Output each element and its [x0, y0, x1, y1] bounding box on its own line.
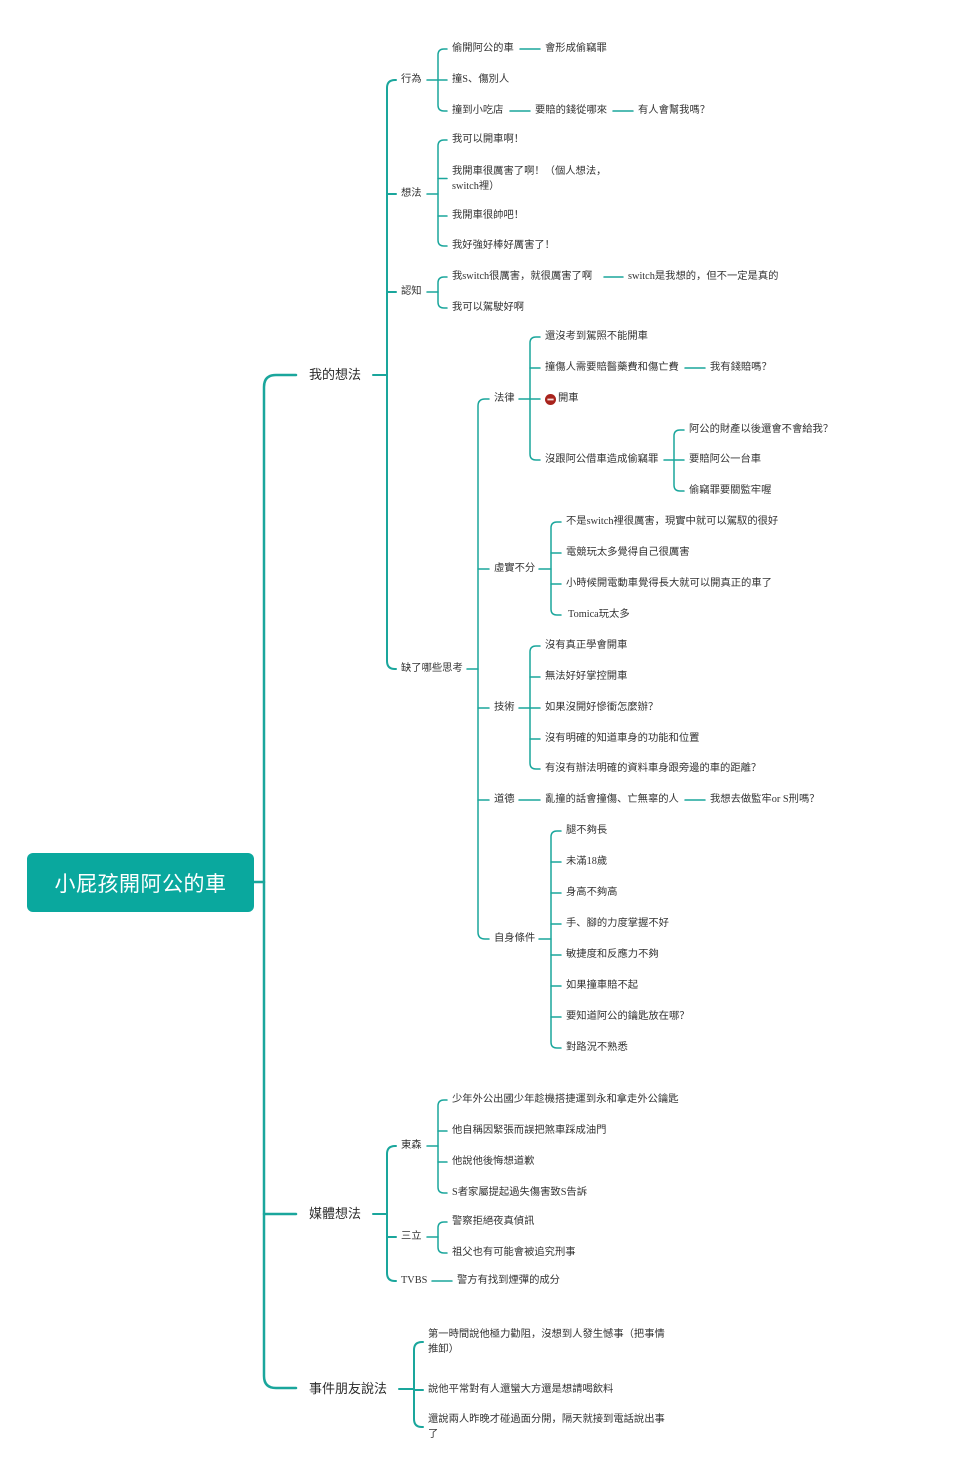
topic-line: 了	[428, 1428, 439, 1440]
topic-item: 我開車很厲害了啊！（個人想法， switch裡）	[452, 164, 606, 194]
topic-item: 阿公的財產以後還會不會給我？	[689, 424, 834, 435]
topic-item: 我想去做監牢or S刑嗎？	[710, 794, 820, 805]
connector-line	[262, 373, 298, 1390]
topic-item: 我開車很帥吧！	[452, 210, 525, 221]
connector-line	[437, 1221, 448, 1254]
connector-line	[437, 1099, 448, 1194]
branch-friends-statements: 事件朋友說法	[309, 1381, 388, 1396]
topic-item: 偷開阿公的車	[452, 43, 514, 54]
topic-item: 還沒考到駕照不能開車	[545, 331, 648, 342]
subtopic-self-conditions: 自身條件	[494, 933, 536, 944]
subtopic-cognition: 認知	[401, 286, 422, 297]
topic-item: 要知道阿公的鑰匙放在哪？	[566, 1011, 690, 1022]
topic-item: 不是switch裡很厲害，現實中就可以駕馭的很好	[566, 516, 779, 527]
topic-item: 他自稱因緊張而誤把煞車踩成油門	[452, 1125, 607, 1136]
branch-my-thoughts: 我的想法	[309, 367, 362, 382]
prohibited-icon	[545, 393, 556, 405]
connector-line	[437, 139, 448, 247]
topic-item: 身高不夠高	[566, 887, 618, 898]
subtopic-behavior: 行為	[401, 74, 422, 85]
topic-item: 小時候開電動車覺得長大就可以開真正的車了	[566, 578, 772, 589]
topic-item: 撞S、傷別人	[452, 74, 510, 85]
topic-item: 開車	[558, 393, 579, 404]
topic-item: 如果撞車賠不起	[566, 980, 639, 991]
subtopic-thinking: 想法	[401, 188, 422, 199]
connector-line	[550, 521, 562, 616]
subtopic-law: 法律	[494, 393, 515, 404]
topic-item: 我可以駕駛好啊	[452, 302, 525, 313]
subtopic-reality-confusion: 虛實不分	[494, 563, 536, 574]
subtopic-morality: 道德	[494, 794, 515, 805]
topic-item: 手、腳的力度掌握不好	[566, 918, 669, 929]
topic-item: 如果沒開好慘衝怎麼辦？	[545, 702, 659, 713]
topic-item: 還說兩人昨晚才碰過面分開，隔天就接到電話說出事 了	[428, 1412, 665, 1442]
topic-line: 推卸）	[428, 1343, 459, 1355]
topic-item: 警方有找到煙彈的成分	[457, 1275, 560, 1286]
topic-item: 沒跟阿公借車造成偷竊罪	[545, 454, 659, 465]
topic-item: switch是我想的，但不一定是真的	[628, 271, 779, 282]
topic-item: 有沒有辦法明確的資料車身跟旁邊的車的距離？	[545, 763, 762, 774]
topic-line: 我開車很厲害了啊！（個人想法，	[452, 165, 607, 177]
topic-item: 偷竊罪要關監牢喔	[689, 485, 772, 496]
connector-line	[386, 79, 397, 670]
topic-line: 第一時間說他極力勸阻，沒想到人發生憾事（把事情	[428, 1328, 665, 1340]
topic-item: 腿不夠長	[566, 825, 608, 836]
topic-item: Tomica玩太多	[568, 609, 630, 620]
topic-item: 要賠的錢從哪來	[535, 105, 608, 116]
topic-item: 我可以開車啊！	[452, 134, 525, 145]
topic-line: switch裡）	[452, 180, 500, 192]
subtopic-skill: 技術	[494, 702, 515, 713]
topic-item: 說他平常對有人還蠻大方還是想請喝飲料	[428, 1384, 614, 1395]
topic-item: 無法好好掌控開車	[545, 671, 628, 682]
subtopic-setn: 三立	[401, 1231, 422, 1242]
root-topic: 小屁孩開阿公的車	[27, 853, 254, 912]
topic-item: 電競玩太多覺得自己很厲害	[566, 547, 690, 558]
topic-item: 第一時間說他極力勸阻，沒想到人發生憾事（把事情 推卸）	[428, 1327, 665, 1357]
topic-item: 撞到小吃店	[452, 105, 504, 116]
topic-item: 對路況不熟悉	[566, 1042, 628, 1053]
topic-item: 我有錢賠嗎？	[710, 362, 772, 373]
topic-item: 我好強好棒好厲害了！	[452, 240, 555, 251]
branch-media-views: 媒體想法	[309, 1206, 362, 1221]
subtopic-missing-thinking: 缺了哪些思考	[401, 663, 463, 674]
connector-line	[477, 398, 490, 940]
topic-item: 有人會幫我嗎？	[638, 105, 711, 116]
topic-item: 敏捷度和反應力不夠	[566, 949, 659, 960]
topic-line: 還說兩人昨晚才碰過面分開，隔天就接到電話說出事	[428, 1413, 665, 1425]
topic-item: 會形成偷竊罪	[545, 43, 607, 54]
topic-item: S者家屬提起過失傷害致S告訴	[452, 1187, 588, 1198]
connector-line	[413, 1341, 424, 1428]
topic-item: 祖父也有可能會被追究刑事	[452, 1247, 576, 1258]
subtopic-ebc: 東森	[401, 1140, 422, 1151]
connector-line	[550, 830, 562, 1049]
topic-item: 他說他後悔想道歉	[452, 1156, 535, 1167]
topic-item: 警察拒絕夜真偵訊	[452, 1216, 535, 1227]
topic-item: 亂撞的話會撞傷、亡無辜的人	[545, 794, 679, 805]
topic-item: 未滿18歲	[566, 856, 608, 867]
topic-item: 要賠阿公一台車	[689, 454, 762, 465]
topic-item: 我switch很厲害，就很厲害了啊	[452, 271, 593, 282]
topic-item: 沒有明確的知道車身的功能和位置	[545, 733, 700, 744]
connector-line	[386, 1145, 397, 1282]
connector-line	[437, 276, 448, 309]
subtopic-tvbs: TVBS	[401, 1275, 428, 1286]
topic-item: 少年外公出國少年趁機搭捷運到永和拿走外公鑰匙	[452, 1094, 679, 1105]
topic-item: 撞傷人需要賠醫藥費和傷亡費	[545, 362, 679, 373]
topic-item: 沒有真正學會開車	[545, 640, 628, 651]
